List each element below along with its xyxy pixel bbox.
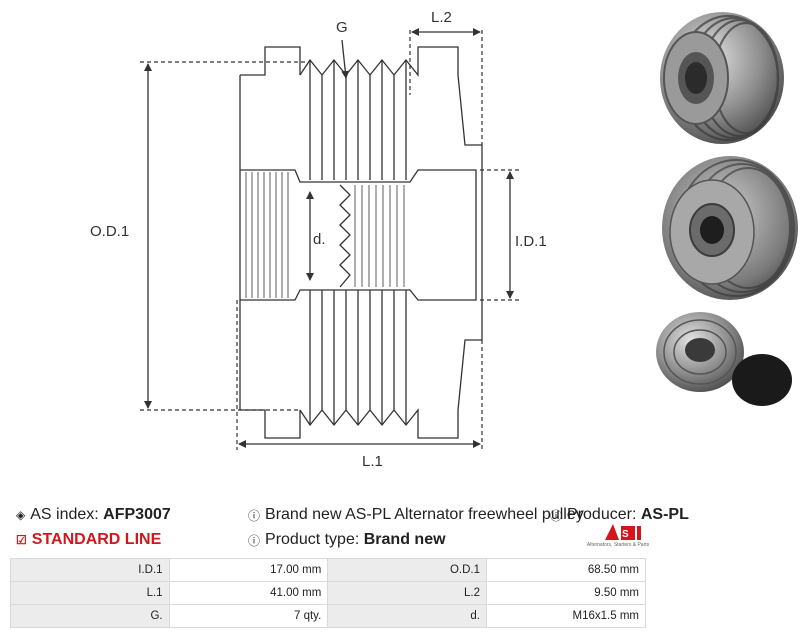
producer-value: AS-PL <box>640 506 689 523</box>
spec-key: O.D.1 <box>327 558 487 582</box>
label-id1: I.D.1 <box>515 233 547 250</box>
pulley-technical-drawing: G L.2 O.D.1 d. I.D.1 L.1 <box>90 9 547 470</box>
label-g: G <box>336 19 348 36</box>
info-icon: ⓘ <box>248 533 261 548</box>
check-square-icon: ☑ <box>16 533 27 547</box>
spec-value: 41.00 mm <box>168 581 329 605</box>
standard-line-label: STANDARD LINE <box>31 531 162 548</box>
specs-table: I.D.1 17.00 mm O.D.1 68.50 mm L.1 41.00 … <box>10 558 647 628</box>
standard-line: ☑ STANDARD LINE <box>16 531 161 549</box>
spec-value: 17.00 mm <box>168 558 329 582</box>
clutch-and-cap-photo <box>656 312 792 406</box>
description-text: Brand new AS-PL Alternator freewheel pul… <box>265 506 584 523</box>
as-index-value: AFP3007 <box>103 506 171 523</box>
label-d: d. <box>313 231 326 248</box>
table-row: L.1 41.00 mm L.2 9.50 mm <box>10 581 647 605</box>
label-l2: L.2 <box>431 9 452 26</box>
spec-key: I.D.1 <box>10 558 170 582</box>
product-type: ⓘ Product type: Brand new <box>248 531 446 549</box>
tag-icon: ◈ <box>16 508 26 522</box>
logo-subtext: Alternators, Starters & Parts <box>586 542 650 548</box>
as-index-label: AS index: <box>30 506 99 523</box>
spec-value: 7 qty. <box>168 604 329 628</box>
product-type-value: Brand new <box>363 531 446 548</box>
label-l1: L.1 <box>362 453 383 470</box>
product-type-label: Product type: <box>265 531 360 548</box>
table-row: I.D.1 17.00 mm O.D.1 68.50 mm <box>10 558 647 582</box>
info-icon: ⓘ <box>550 508 563 523</box>
spec-key: G. <box>10 604 170 628</box>
as-index: ◈ AS index: AFP3007 <box>16 506 171 524</box>
producer: ⓘ Producer: AS-PL <box>550 506 689 524</box>
as-pl-logo: S Alternators, Starters & Parts <box>583 520 653 552</box>
spec-value: 68.50 mm <box>485 558 647 582</box>
pulley-photo-side <box>660 12 784 144</box>
spec-key: L.2 <box>327 581 487 605</box>
description: ⓘ Brand new AS-PL Alternator freewheel p… <box>248 506 584 524</box>
product-photos <box>650 0 800 420</box>
svg-text:S: S <box>622 529 629 540</box>
info-icon: ⓘ <box>248 508 261 523</box>
spec-key: L.1 <box>10 581 170 605</box>
producer-label: Producer: <box>567 506 637 523</box>
spec-value: M16x1.5 mm <box>485 604 647 628</box>
spec-value: 9.50 mm <box>485 581 647 605</box>
spec-key: d. <box>327 604 487 628</box>
pulley-photo-front <box>662 156 798 300</box>
table-row: G. 7 qty. d. M16x1.5 mm <box>10 604 647 628</box>
label-od1: O.D.1 <box>90 223 129 240</box>
